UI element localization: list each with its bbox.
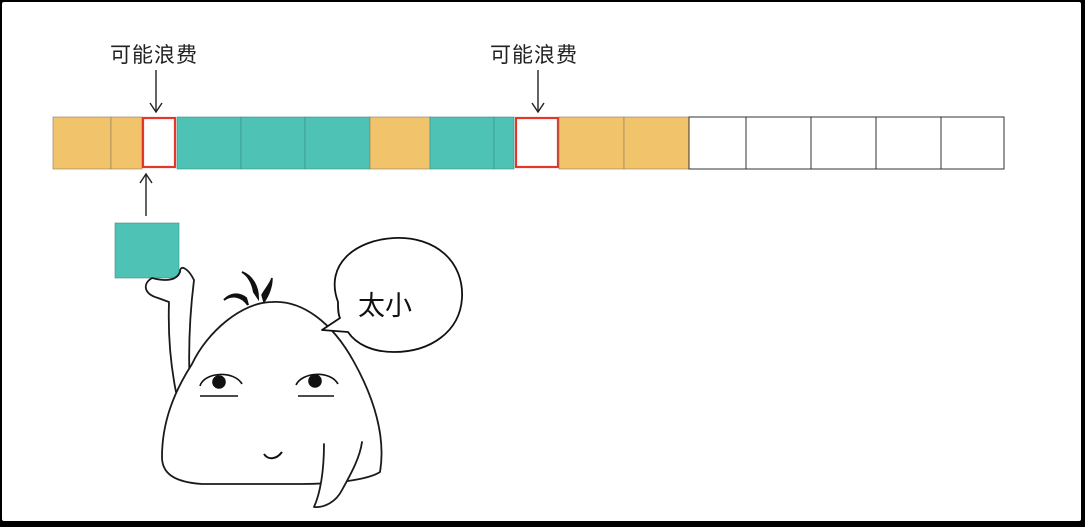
up-arrow-icon (139, 172, 153, 216)
speech-bubble-text: 太小 (358, 291, 412, 322)
character-illustration (144, 266, 383, 508)
waste-label-left: 可能浪费 (110, 43, 198, 67)
eyes-icon (199, 373, 339, 397)
down-arrow-icon (149, 70, 163, 114)
diagram-canvas: 可能浪费 可能浪费 (2, 2, 1081, 521)
hair-icon (223, 271, 273, 306)
new-block-icon (114, 222, 180, 279)
speech-bubble (321, 237, 463, 353)
mouth-icon (263, 451, 283, 460)
illustration-layer (114, 70, 545, 508)
down-arrow-icon (531, 70, 545, 114)
waste-label-right: 可能浪费 (490, 43, 578, 67)
